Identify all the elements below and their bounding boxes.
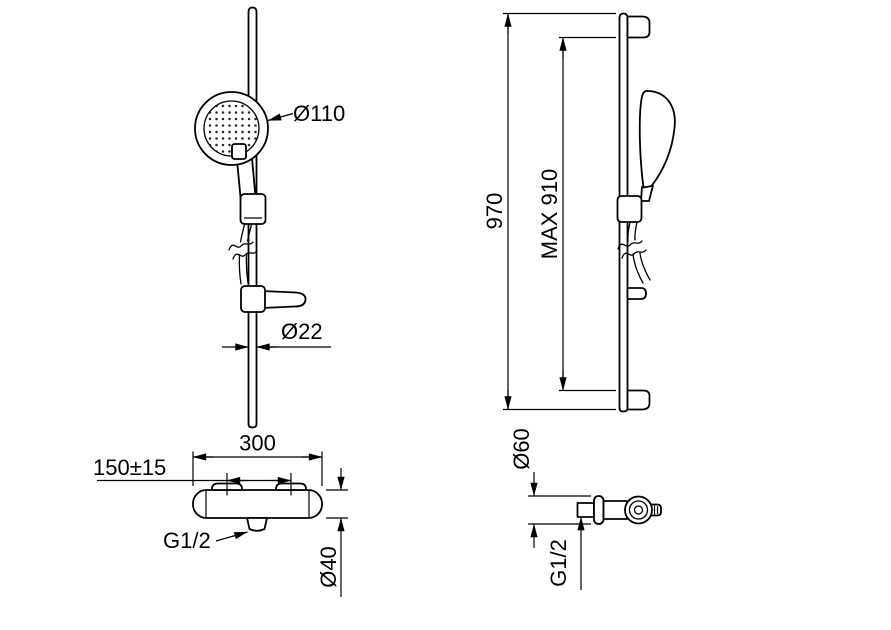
hand-shower-side [616, 90, 676, 223]
dim-total-height-label: 970 [482, 193, 507, 230]
dim-inlet-thread: G1/2 [546, 516, 585, 590]
dim-mixer-width-label: 300 [239, 431, 276, 456]
hose-break-symbol-side [617, 240, 647, 259]
dim-rail-diameter: Ø22 [222, 319, 331, 351]
rail-slider-holder-side [616, 195, 643, 223]
shower-hose-side [617, 221, 651, 284]
hand-shower [194, 91, 269, 225]
dim-head-diameter-label: Ø110 [293, 101, 345, 126]
dim-inlet-spacing-label: 150±15 [93, 455, 166, 480]
shower-head-side [638, 90, 676, 189]
wall-connection-nipple [576, 502, 595, 518]
mixer-body [192, 489, 323, 519]
mixer-front-view: 300 150±15 G1/2 Ø40 [93, 431, 348, 597]
dim-mixer-width: 300 [192, 431, 323, 486]
mixer-body-side [602, 500, 628, 520]
dim-flange-diameter-label: Ø60 [509, 428, 534, 470]
shower-outlet [246, 517, 268, 532]
dim-inlet-spacing: 150±15 [93, 455, 292, 496]
wall-bracket-bottom [626, 389, 651, 411]
mixer-side-view: Ø60 G1/2 [509, 428, 662, 590]
dim-head-diameter: Ø110 [267, 101, 345, 126]
dim-inlet-thread-label: G1/2 [546, 539, 571, 587]
shower-hose [228, 223, 258, 285]
shower-side-view: 970 MAX 910 [482, 12, 676, 413]
dim-outlet-thread: G1/2 [163, 528, 248, 553]
dim-outlet-thread-label: G1/2 [163, 528, 211, 553]
hose-break-symbol [228, 241, 258, 260]
escutcheon-flange [593, 495, 605, 525]
dim-total-height: 970 [482, 12, 616, 411]
dim-body-diameter: Ø40 [316, 468, 348, 597]
spray-mode-switch [231, 143, 247, 160]
wall-bracket-top [626, 15, 651, 39]
dim-body-diameter-label: Ø40 [316, 546, 341, 588]
soap-dish [240, 285, 307, 313]
dim-max-height-label: MAX 910 [537, 169, 562, 260]
dim-max-height: MAX 910 [537, 36, 616, 392]
shower-front-view: Ø110 Ø22 [194, 6, 345, 429]
rail-slider-holder [239, 193, 267, 225]
dim-flange-diameter: Ø60 [509, 428, 591, 548]
soap-dish-side [626, 287, 647, 300]
dim-rail-diameter-label: Ø22 [281, 319, 323, 344]
